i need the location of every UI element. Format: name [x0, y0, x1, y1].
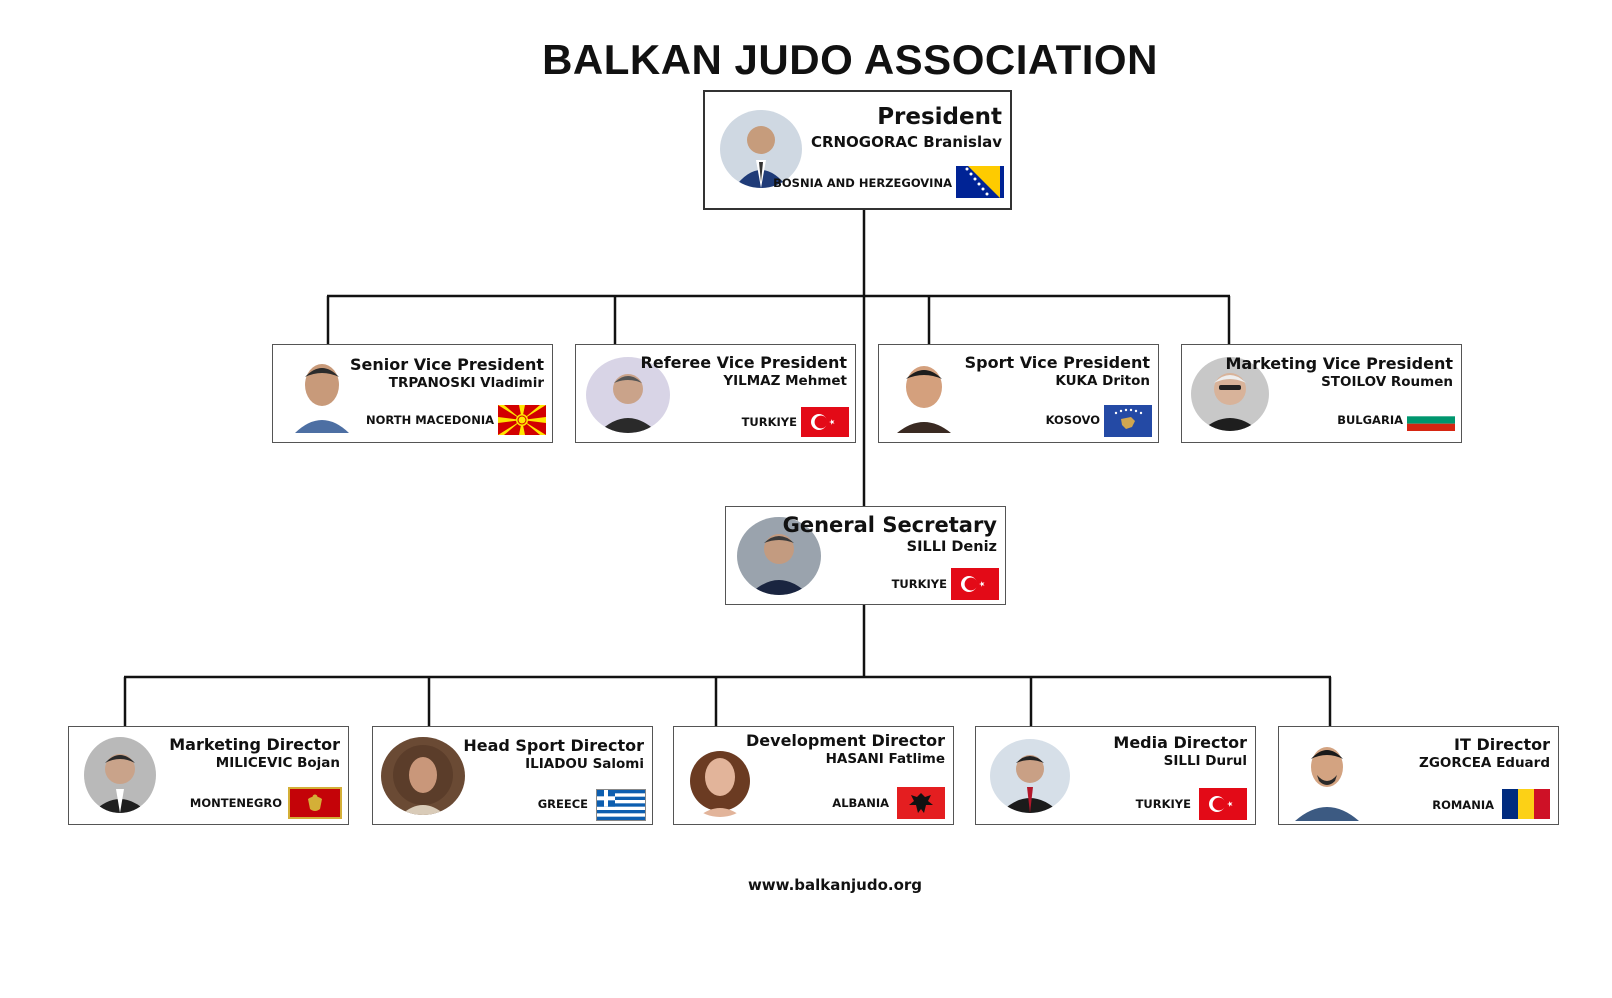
vp-country-4: BULGARIA	[1337, 413, 1403, 427]
director-country-3: ALBANIA	[832, 796, 889, 810]
director-photo-5	[1291, 735, 1363, 821]
bulgaria-flag	[1407, 409, 1455, 431]
president-card: President CRNOGORAC Branislav BOSNIA AND…	[703, 90, 1012, 210]
vp-role-3: Sport Vice President	[964, 353, 1150, 372]
vp-country-3: KOSOVO	[1045, 413, 1100, 427]
president-role: President	[877, 104, 1002, 130]
director-card-3: Development Director HASANI Fatlime ALBA…	[673, 726, 954, 825]
director-card-1: Marketing Director MILICEVIC Bojan MONTE…	[68, 726, 349, 825]
vp-country-1: NORTH MACEDONIA	[366, 413, 494, 427]
director-country-5: ROMANIA	[1432, 798, 1494, 812]
vice-president-card-1: Senior Vice President TRPANOSKI Vladimir…	[272, 344, 553, 443]
general-secretary-role: General Secretary	[782, 513, 997, 537]
director-role-1: Marketing Director	[169, 735, 340, 754]
general-secretary-photo	[737, 517, 821, 595]
kosovo-flag	[1104, 405, 1152, 437]
director-photo-1	[84, 737, 156, 813]
macedonia-flag	[498, 405, 546, 435]
vp-name-1: TRPANOSKI Vladimir	[388, 375, 544, 391]
general-secretary-country: TURKIYE	[891, 577, 947, 591]
director-role-3: Development Director	[746, 731, 945, 750]
bosnia-flag	[956, 166, 1004, 198]
director-country-1: MONTENEGRO	[189, 796, 282, 810]
vp-name-3: KUKA Driton	[1055, 373, 1150, 389]
website-footer: www.balkanjudo.org	[747, 876, 923, 894]
vp-name-4: STOILOV Roumen	[1321, 374, 1453, 390]
vice-president-card-2: Referee Vice President YILMAZ Mehmet TUR…	[575, 344, 856, 443]
director-role-5: IT Director	[1454, 735, 1550, 754]
director-card-5: IT Director ZGORCEA Eduard ROMANIA	[1278, 726, 1559, 825]
president-photo	[720, 110, 802, 188]
chart-title: BALKAN JUDO ASSOCIATION	[542, 36, 1158, 83]
director-name-5: ZGORCEA Eduard	[1419, 755, 1550, 771]
director-role-2: Head Sport Director	[463, 736, 644, 755]
director-photo-2	[381, 737, 465, 815]
turkey-flag	[801, 407, 849, 437]
director-photo-4	[990, 739, 1070, 813]
vp-photo-1	[291, 355, 353, 433]
director-photo-3	[682, 741, 758, 817]
albania-flag	[897, 787, 945, 819]
director-card-2: Head Sport Director ILIADOU Salomi GREEC…	[372, 726, 653, 825]
director-country-4: TURKIYE	[1135, 797, 1191, 811]
director-role-4: Media Director	[1113, 733, 1247, 752]
director-name-1: MILICEVIC Bojan	[215, 755, 340, 771]
vp-photo-2	[586, 357, 670, 433]
general-secretary-name: SILLI Deniz	[906, 539, 997, 555]
vp-role-2: Referee Vice President	[640, 353, 847, 372]
president-country: BOSNIA AND HERZEGOVINA	[773, 176, 952, 190]
turkey-flag	[1199, 788, 1247, 820]
vice-president-card-3: Sport Vice President KUKA Driton KOSOVO	[878, 344, 1159, 443]
vp-photo-4	[1191, 357, 1269, 431]
vp-role-4: Marketing Vice President	[1225, 354, 1453, 373]
director-name-4: SILLI Durul	[1163, 753, 1247, 769]
president-name: CRNOGORAC Branislav	[810, 133, 1002, 151]
turkey-flag	[951, 568, 999, 600]
director-name-2: ILIADOU Salomi	[525, 756, 644, 772]
director-name-3: HASANI Fatlime	[825, 751, 945, 767]
vp-country-2: TURKIYE	[741, 415, 797, 429]
director-country-2: GREECE	[537, 797, 588, 811]
vp-role-1: Senior Vice President	[349, 355, 544, 374]
vice-president-card-4: Marketing Vice President STOILOV Roumen …	[1181, 344, 1462, 443]
vp-photo-3	[891, 355, 957, 433]
vp-name-2: YILMAZ Mehmet	[723, 373, 847, 389]
director-card-4: Media Director SILLI Durul TURKIYE	[975, 726, 1256, 825]
greece-flag	[596, 789, 646, 821]
general-secretary-card: General Secretary SILLI Deniz TURKIYE	[725, 506, 1006, 605]
romania-flag	[1502, 789, 1550, 819]
montenegro-flag	[288, 787, 342, 819]
